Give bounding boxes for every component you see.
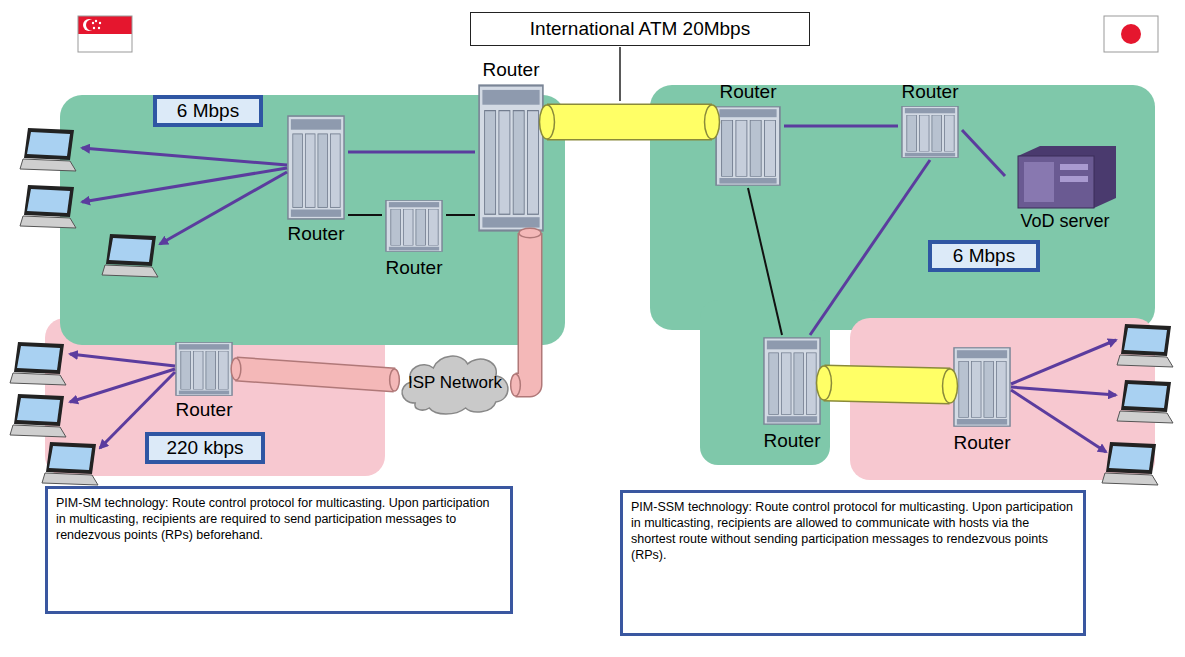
box-label: 220 kbps bbox=[166, 437, 243, 459]
link-line bbox=[348, 152, 475, 153]
bandwidth-box: 6 Mbps bbox=[928, 240, 1040, 272]
box-label: 6 Mbps bbox=[177, 100, 239, 122]
router: Router bbox=[950, 345, 1014, 455]
singapore-flag bbox=[78, 16, 132, 52]
router: Router bbox=[898, 80, 962, 160]
router: Router bbox=[382, 198, 446, 280]
callout-leader bbox=[619, 47, 621, 101]
laptop-icon bbox=[10, 394, 66, 437]
laptop-icon bbox=[1117, 324, 1173, 367]
router-icon bbox=[902, 107, 958, 158]
laptop-icon bbox=[20, 128, 76, 171]
router-label: Router bbox=[763, 429, 820, 453]
link-line bbox=[446, 215, 475, 216]
bandwidth-box: 220 kbps bbox=[145, 432, 265, 464]
router-icon bbox=[176, 343, 232, 396]
server: VoD server bbox=[1005, 145, 1125, 233]
note-box: PIM-SM technology: Route control protoco… bbox=[45, 486, 513, 614]
box-label: International ATM 20Mbps bbox=[530, 18, 750, 40]
router-icon bbox=[479, 85, 543, 230]
router-label: Router bbox=[901, 80, 958, 104]
laptop-icon bbox=[1117, 380, 1173, 423]
router: Router bbox=[284, 112, 348, 246]
router-label: Router bbox=[175, 398, 232, 422]
box-label: ISP Network bbox=[408, 373, 502, 393]
link-line bbox=[748, 188, 782, 335]
router-label: Router bbox=[385, 256, 442, 280]
laptop-icon bbox=[42, 442, 98, 485]
link-tube bbox=[540, 105, 720, 139]
multicast-arrows bbox=[70, 148, 1116, 452]
link-tube bbox=[231, 358, 399, 391]
router-label: Router bbox=[287, 222, 344, 246]
router-label: Router bbox=[482, 58, 539, 82]
note-box: PIM-SSM technology: Route control protoc… bbox=[620, 490, 1086, 636]
note-text: PIM-SM technology: Route control protoco… bbox=[56, 495, 502, 543]
link-line bbox=[784, 126, 898, 127]
note-text: PIM-SSM technology: Route control protoc… bbox=[631, 499, 1075, 563]
link-line bbox=[810, 160, 930, 335]
link-tube bbox=[511, 228, 541, 396]
link-line bbox=[348, 215, 382, 216]
callout-box: International ATM 20Mbps bbox=[470, 12, 810, 46]
router-icon bbox=[954, 348, 1010, 426]
router: Router bbox=[712, 80, 784, 188]
router: Router bbox=[475, 58, 547, 233]
japan-subregion bbox=[700, 300, 830, 465]
laptop-icon bbox=[102, 234, 158, 277]
router: Router bbox=[172, 340, 236, 422]
router-icon bbox=[386, 201, 442, 252]
isp-cloud: ISP Network bbox=[395, 348, 516, 418]
japan-flag bbox=[1104, 16, 1158, 52]
router-label: Router bbox=[953, 431, 1010, 455]
link-tube bbox=[817, 366, 958, 403]
router-icon bbox=[288, 116, 344, 219]
laptop-icon bbox=[10, 342, 66, 385]
laptop-icon bbox=[20, 185, 76, 228]
laptop-icon bbox=[1102, 442, 1158, 485]
router-icon bbox=[716, 107, 780, 185]
link-line bbox=[962, 130, 1005, 176]
router-label: VoD server bbox=[1020, 209, 1109, 233]
bandwidth-box: 6 Mbps bbox=[153, 95, 263, 127]
japan-region bbox=[650, 85, 1155, 330]
router: Router bbox=[760, 335, 824, 453]
server-icon bbox=[1018, 146, 1116, 208]
box-label: 6 Mbps bbox=[953, 245, 1015, 267]
router-icon bbox=[764, 338, 820, 424]
router-label: Router bbox=[719, 80, 776, 104]
